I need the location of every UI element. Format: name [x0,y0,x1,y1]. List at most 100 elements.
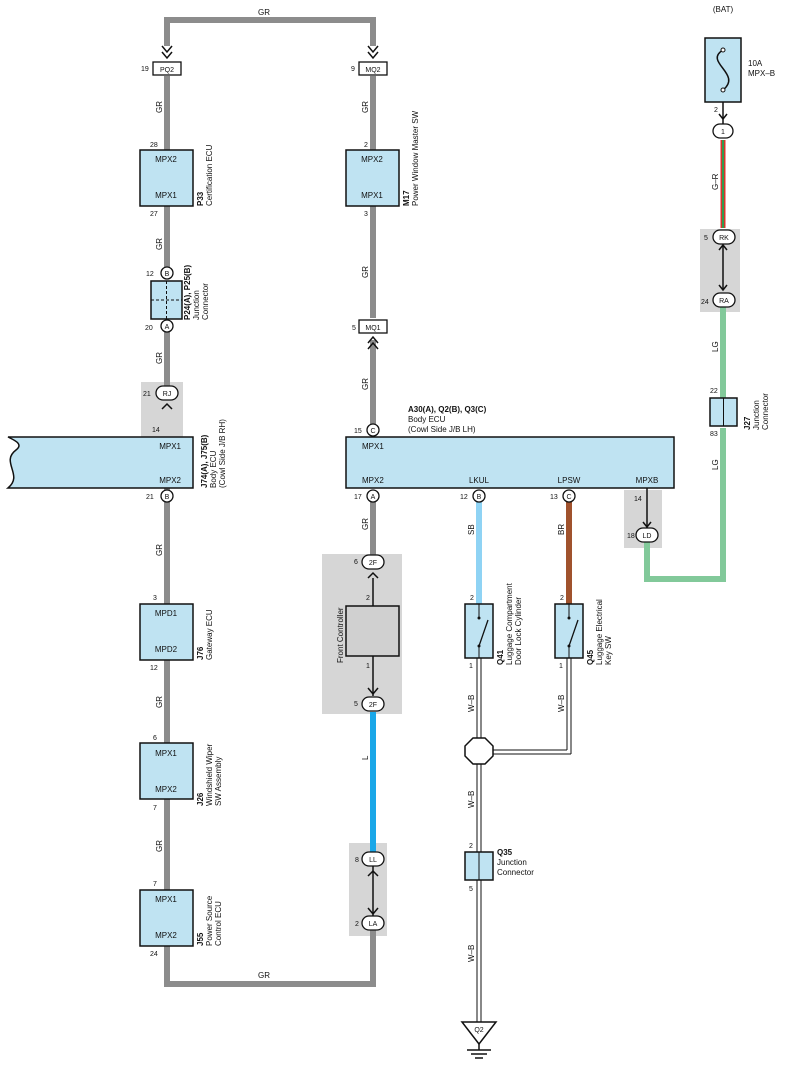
p33-top-pin: 28 [150,142,158,149]
j27-pin-bot: 83 [710,431,718,438]
p24-pin-a-circle [160,319,174,333]
front-c1: 2F [369,560,377,567]
p33-bot-label: MPX1 [155,191,177,200]
m17-code: M17 [402,190,411,206]
gr-wire-label: GR [361,266,370,278]
chevron-up-icon [161,402,173,410]
chevron-down-icon [642,521,652,529]
m17-box [345,149,400,207]
p24-pin-b: B [165,271,170,278]
gr-wire-bottom [164,930,376,987]
ld-connector [635,527,659,543]
j26-name2: SW Assembly [214,757,223,806]
rj-pin: 21 [143,391,151,398]
front-c2: 2F [369,702,377,709]
j26-bot-label: MPX2 [155,785,177,794]
q41-pin-top: 2 [470,595,474,602]
m17-bot-label: MPX1 [361,191,383,200]
chevron-up-icon [718,243,728,251]
fuse-rating: 10A [748,59,763,68]
j74-pin-bot: 21 [146,494,154,501]
q41-name1: Luggage Compartment [505,582,514,665]
p24-pin-b-num: 12 [146,271,154,278]
a30-name2: (Cowl Side J/B LH) [408,425,476,434]
gr-top-label: GR [258,8,270,17]
switch-icon [568,619,579,647]
gr-wire-top [164,17,376,46]
j74-name1: Body ECU [209,450,218,488]
m17-top-pin: 2 [364,142,368,149]
p24-pin-b-circle [160,266,174,280]
gr-wire-label: GR [155,840,164,852]
mq2-pin: 9 [351,66,355,73]
wb-wires [476,658,572,1022]
chevron-down-icon [718,284,728,292]
j76-bot-label: MPD2 [155,645,178,654]
j55-name1: Power Source [205,895,214,946]
p33-bot-pin: 27 [150,211,158,218]
j74-code: J74(A), J75(B) [200,434,209,488]
p24-pin-a: A [165,324,170,331]
a30-name1: Body ECU [408,415,446,424]
p24-name1: Junction [192,290,201,320]
q35-code: Q35 [497,848,513,857]
j76-name: Gateway ECU [205,609,214,660]
pq2-pin: 19 [141,66,149,73]
j76-bot-pin: 12 [150,665,158,672]
a30-p12c: B [477,494,482,501]
j26-top-pin: 6 [153,735,157,742]
bat-label: (BAT) [713,5,734,14]
j74-name2: (Cowl Side J/B RH) [218,419,227,488]
p24-code: P24(A), P25(B) [183,265,192,320]
double-chevron-icon [161,45,173,60]
mq1-connector [358,319,388,334]
j26-box [139,742,194,800]
ll-pin: 8 [355,857,359,864]
fuse-icon [716,49,730,91]
lg-wire-label: LG [711,459,720,470]
a30-p17: 17 [354,494,362,501]
ll-code: LL [369,857,377,864]
gr-wire-label: GR [155,101,164,113]
j26-code: J26 [196,792,205,806]
j74-mpx1: MPX1 [159,442,181,451]
rj-connector [155,385,179,401]
ld-pin: 18 [627,533,635,540]
wb-wire-label: W–B [557,695,566,712]
ra-code: RA [719,298,729,305]
gr-bat-wire-label: G–R [711,173,720,190]
mq1-pin: 5 [352,325,356,332]
j26-name1: Windshield Wiper [205,743,214,806]
front-c2-pin: 5 [354,701,358,708]
rk-code: RK [719,235,729,242]
front-c1-pin: 6 [354,559,358,566]
j55-top-pin: 7 [153,881,157,888]
pq2-connector [152,61,182,76]
j76-code: J76 [196,646,205,660]
chevron-up-icon [367,869,379,877]
gr-wire-label: GR [155,352,164,364]
j76-top-label: MPD1 [155,609,178,618]
j27-name2: Connector [761,393,770,430]
j74-pin-circle [160,489,174,503]
double-chevron-up-icon [367,335,379,350]
front-c2-connector [361,696,385,712]
j55-name2: Control ECU [214,901,223,946]
p33-top-label: MPX2 [155,155,177,164]
j74-pin-bot-c: B [165,494,170,501]
sb-wire-label: SB [467,524,476,535]
la-connector [361,915,385,931]
mq2-connector [358,61,388,76]
front-controller-box [345,605,400,657]
j55-bot-label: MPX2 [155,931,177,940]
chevron-down-icon [367,907,379,916]
lg-wire [644,428,726,582]
a30-code: A30(A), Q2(B), Q3(C) [408,405,487,414]
la-code: LA [369,921,378,928]
j27-code: J27 [743,416,752,430]
j55-box [139,889,194,947]
j74-mpx2: MPX2 [159,476,181,485]
double-chevron-icon [367,45,379,60]
